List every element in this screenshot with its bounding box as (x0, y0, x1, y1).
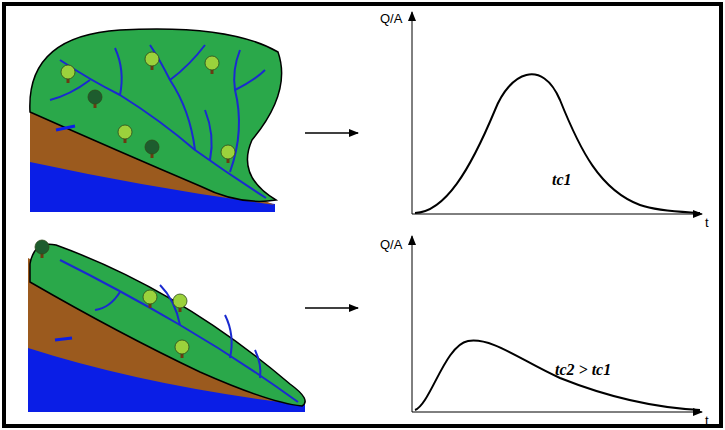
time-label: tc2 > tc1 (555, 362, 611, 378)
tree-crown (145, 140, 159, 154)
tree-crown (61, 65, 75, 79)
axis-label: Q/A (380, 12, 402, 25)
tree-crown (205, 56, 219, 70)
tree-crown (175, 340, 189, 354)
axis-label: Q/A (380, 238, 402, 251)
tree-crown (118, 125, 132, 139)
tree-crown (143, 290, 157, 304)
catchment-round (30, 29, 282, 212)
tree-crown (88, 90, 102, 104)
hydrograph (412, 236, 702, 412)
frame (4, 4, 721, 426)
tree-crown (173, 294, 187, 308)
hydrograph (412, 12, 702, 214)
tree-crown (35, 240, 49, 254)
axis-label: t (705, 216, 709, 229)
arrow (305, 132, 358, 134)
axis-label: t (705, 414, 709, 427)
catchment-elongated (28, 240, 305, 412)
arrow (305, 307, 358, 309)
time-label: tc1 (552, 172, 572, 188)
tree-crown (145, 52, 159, 66)
tree-crown (221, 145, 235, 159)
